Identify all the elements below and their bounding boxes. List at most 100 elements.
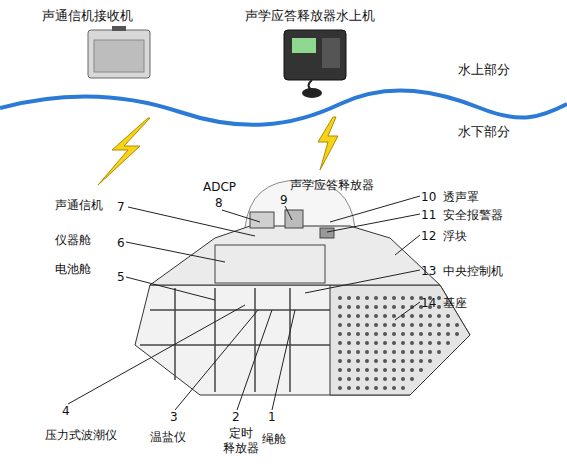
panel-hole [374,323,378,327]
panel-hole [401,332,405,336]
panel-hole [392,296,396,300]
panel-hole [347,314,351,318]
panel-hole [356,386,360,390]
leader-line [68,305,245,404]
device-screen [292,38,316,53]
panel-hole [365,296,369,300]
panel-hole [365,350,369,354]
part-label: 温盐仪 [150,430,186,445]
panel-hole [392,368,396,372]
part-label: 定时 释放器 [222,426,260,456]
panel-hole [374,296,378,300]
panel-hole [347,377,351,381]
panel-hole [338,305,342,309]
panel-hole [410,314,414,318]
panel-hole [347,350,351,354]
panel-hole [428,314,432,318]
frame-bar [174,288,176,380]
panel-hole [401,341,405,345]
panel-hole [356,332,360,336]
panel-hole [410,359,414,363]
panel-hole [419,350,423,354]
panel-hole [365,323,369,327]
panel-hole [374,332,378,336]
leader-lines [68,196,420,410]
part-label: 仪器舱 [55,233,91,248]
callout-number: 8 [215,196,223,211]
part-label: 声学应答释放器水上机 [245,8,375,23]
device-keypad [322,38,340,68]
panel-hole [365,314,369,318]
panel-hole [446,332,450,336]
callout-number: 11 [421,208,436,223]
panel-hole [392,350,396,354]
perforated-panel [330,285,470,395]
panel-hole [365,332,369,336]
panel-hole [455,332,459,336]
panel-hole [437,314,441,318]
panel-hole [356,341,360,345]
leader-line [285,206,292,220]
panel-hole [437,323,441,327]
panel-hole [347,359,351,363]
panel-hole [374,359,378,363]
panel-hole [437,341,441,345]
panel-hole [365,377,369,381]
part-label: 中央控制机 [443,264,503,279]
leader-line [175,310,258,410]
panel-hole [365,305,369,309]
panel-hole [437,332,441,336]
panel-hole [437,350,441,354]
panel-hole [356,368,360,372]
panel-hole [383,359,387,363]
signal-bolt [98,118,150,185]
panel-hole [347,332,351,336]
part-label: 声通信机 [55,198,103,213]
release-deck-unit [284,30,346,98]
leader-line [330,196,420,222]
panel-hole [428,341,432,345]
panel-hole [365,368,369,372]
leader-line [222,210,260,222]
leader-line [327,214,420,232]
panel-hole [338,314,342,318]
panel-hole [410,368,414,372]
panel-hole [446,341,450,345]
panel-hole [383,296,387,300]
device-case [284,30,346,80]
panel-hole [338,332,342,336]
callout-number: 13 [421,264,436,279]
panel-hole [392,332,396,336]
panel-hole [338,377,342,381]
panel-hole [374,368,378,372]
part-label: 安全报警器 [443,208,503,223]
panel-hole [347,341,351,345]
panel-hole [419,314,423,318]
panel-hole [356,323,360,327]
panel-hole [338,386,342,390]
panel-hole [392,359,396,363]
panel-hole [356,305,360,309]
panel-hole [419,323,423,327]
panel-hole [338,296,342,300]
panel-hole [347,296,351,300]
panel-hole [356,296,360,300]
panel-hole [428,350,432,354]
panel-hole [410,332,414,336]
panel-hole [401,323,405,327]
panel-hole [428,359,432,363]
panel-hole [338,359,342,363]
panel-hole [419,332,423,336]
panel-hole [428,323,432,327]
panel-hole [410,296,414,300]
frame-bar [150,309,330,311]
panel-hole [383,323,387,327]
panel-hole [374,377,378,381]
panel-hole [392,323,396,327]
panel-hole [455,323,459,327]
panel-hole [383,377,387,381]
panel-hole [374,350,378,354]
panel-hole [383,341,387,345]
panel-hole [401,368,405,372]
